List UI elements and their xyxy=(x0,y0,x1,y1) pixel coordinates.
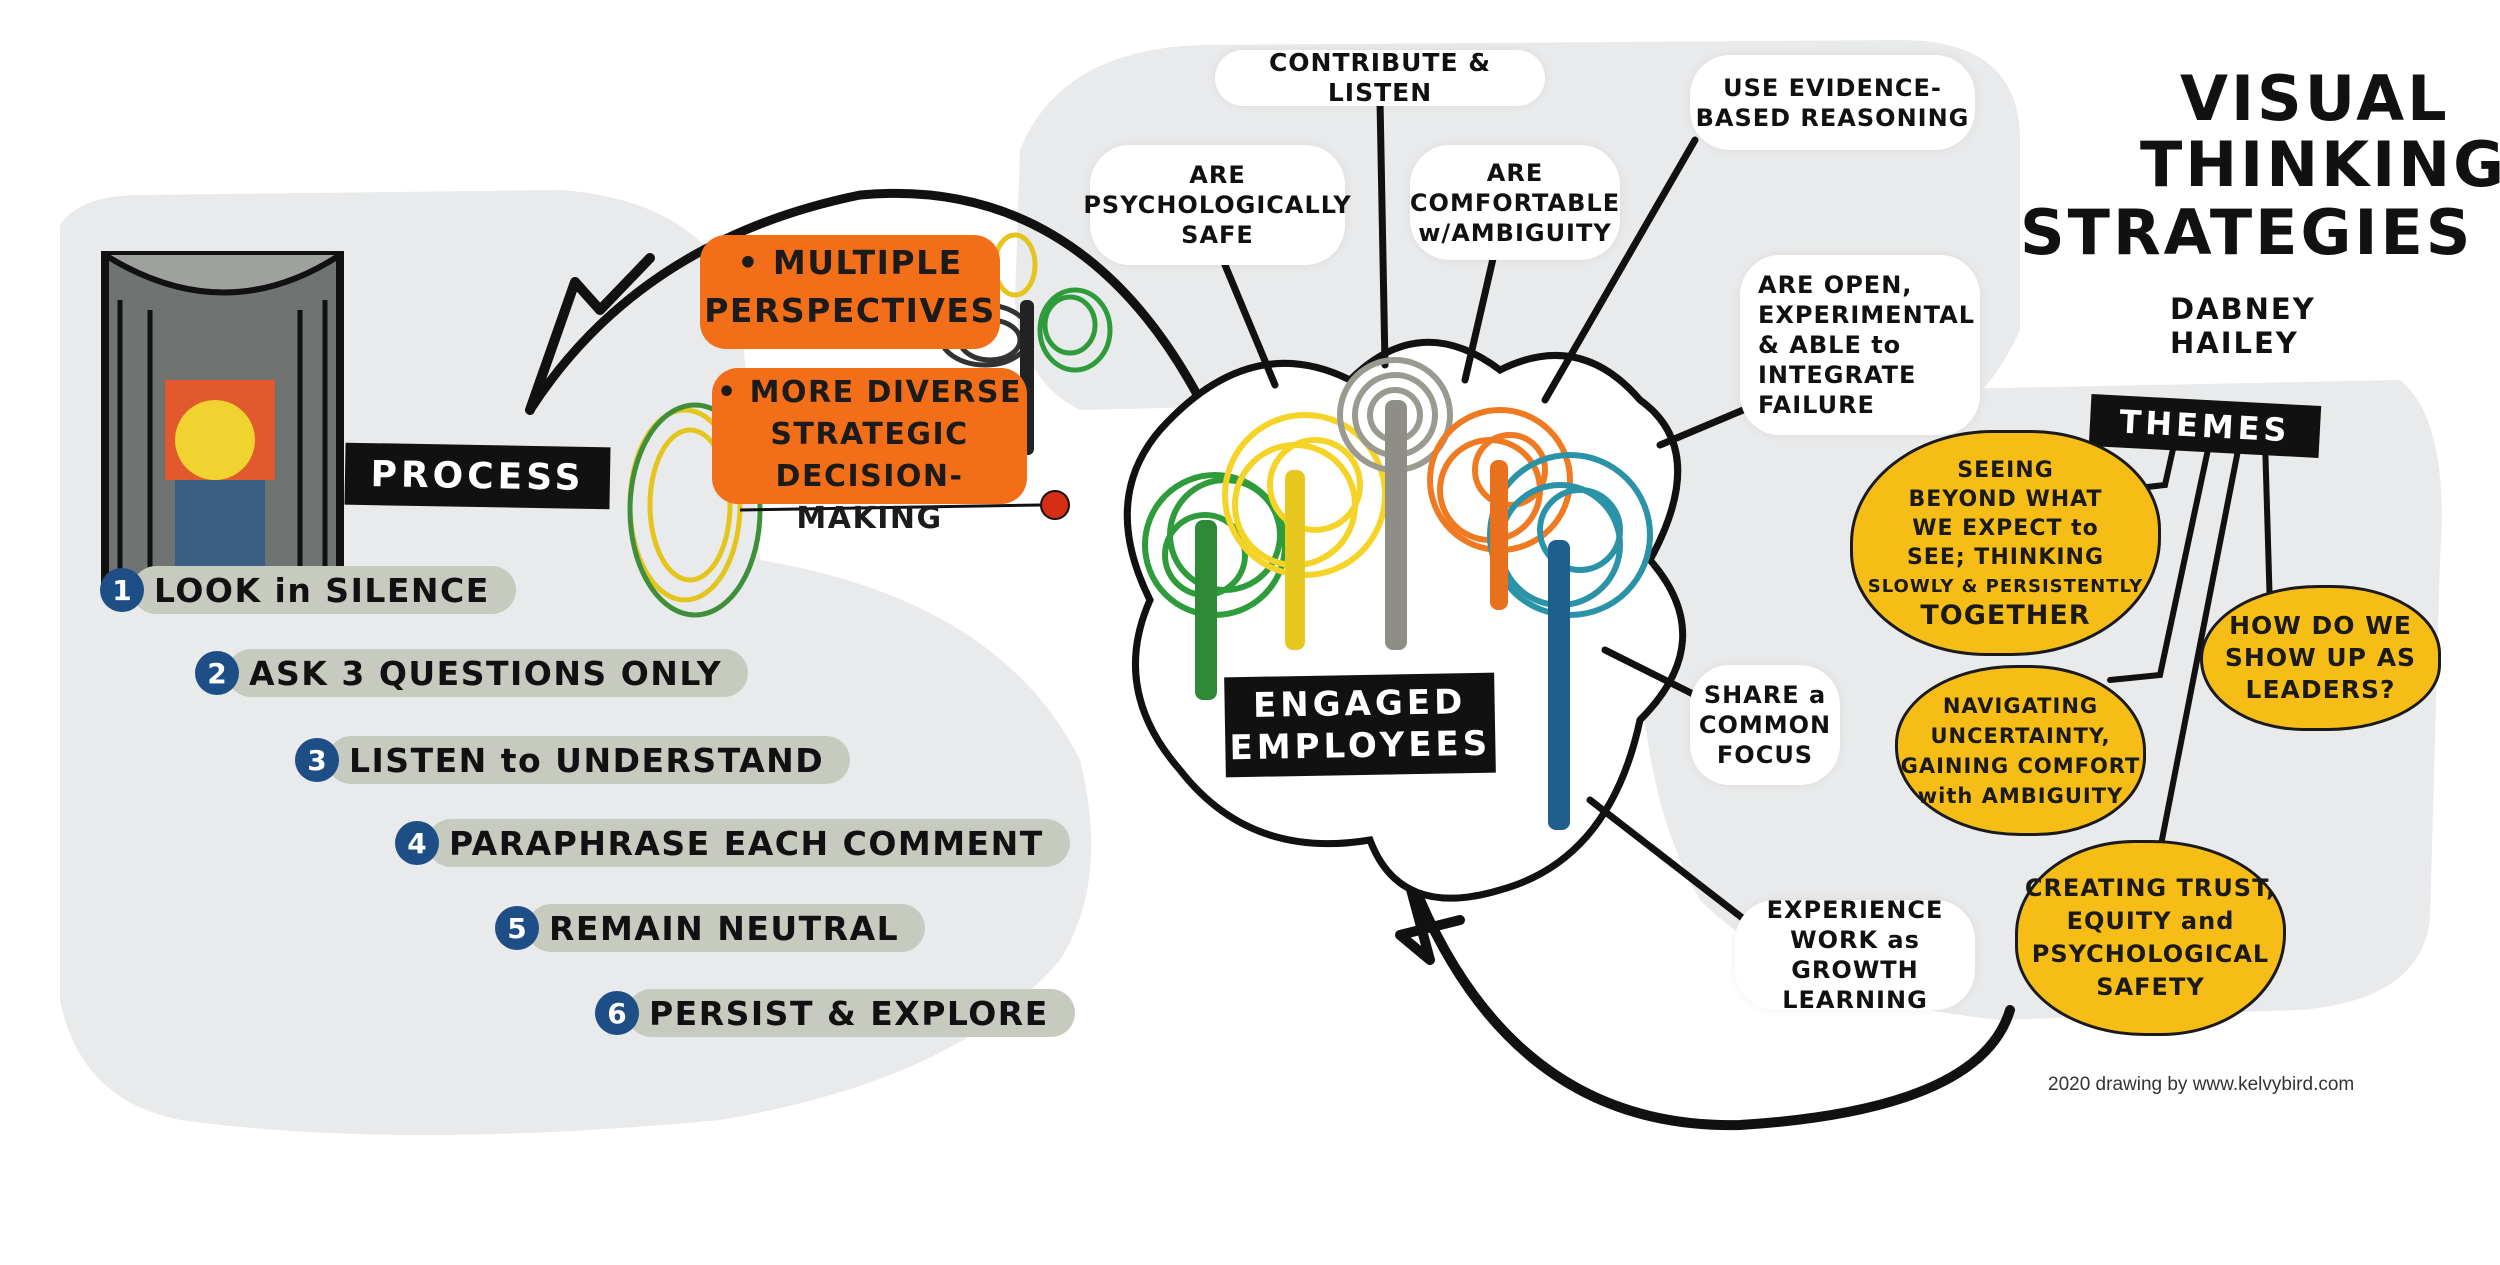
attr-text: WORK as GROWTH xyxy=(1790,926,1920,984)
process-arrow-arc xyxy=(525,188,1205,415)
theme-text: SHOW UP AS xyxy=(2224,643,2417,672)
outcome-line: • MULTIPLE xyxy=(737,243,963,282)
attr-text: SHARE a xyxy=(1703,681,1827,709)
step-number-badge: 6 xyxy=(595,991,639,1035)
theme-text: SEE; THINKING xyxy=(1906,545,2105,570)
step-number-badge: 5 xyxy=(495,906,539,950)
theme-text: WE EXPECT to xyxy=(1912,516,2099,541)
attr-text: PSYCHOLOGICALLY xyxy=(1083,191,1352,219)
figures xyxy=(1195,400,1570,830)
outcome-line: PERSPECTIVES xyxy=(704,291,996,330)
attr-evidence-reasoning: USE EVIDENCE- BASED REASONING xyxy=(1690,55,1975,150)
step-label: PARAPHRASE EACH COMMENT xyxy=(427,819,1070,867)
center-line-2: EMPLOYEES xyxy=(1229,723,1492,769)
step-label: REMAIN NEUTRAL xyxy=(527,904,926,952)
author: DABNEY HAILEY xyxy=(2170,292,2316,360)
theme-seeing-beyond: SEEING BEYOND WHAT WE EXPECT to SEE; THI… xyxy=(1850,430,2161,656)
theme-trust-equity: CREATING TRUST, EQUITY and PSYCHOLOGICAL… xyxy=(2015,840,2286,1036)
attr-common-focus: SHARE a COMMON FOCUS xyxy=(1690,665,1840,785)
attr-contribute-listen: CONTRIBUTE & LISTEN xyxy=(1215,48,1545,107)
theme-text: UNCERTAINTY, xyxy=(1930,723,2111,748)
decision-arrow xyxy=(739,503,1041,512)
attr-text: ARE OPEN, xyxy=(1758,271,1913,299)
attr-text: COMMON xyxy=(1698,711,1832,739)
theme-text: with AMBIGUITY xyxy=(1917,783,2124,808)
attr-text: USE EVIDENCE- xyxy=(1723,73,1942,102)
step-number-badge: 4 xyxy=(395,821,439,865)
attr-text: SAFE xyxy=(1181,221,1254,249)
attr-text: LEARNING xyxy=(1782,986,1928,1014)
process-step-2: 2 ASK 3 QUESTIONS ONLY xyxy=(195,648,749,698)
process-step-3: 3 LISTEN to UNDERSTAND xyxy=(295,735,851,785)
theme-text: HOW DO WE xyxy=(2229,611,2412,640)
process-step-6: 6 PERSIST & EXPLORE xyxy=(595,988,1075,1038)
theme-leaders: HOW DO WE SHOW UP AS LEADERS? xyxy=(2200,585,2441,731)
outcome-line: • MORE DIVERSE xyxy=(717,375,1022,410)
feedback-arrow-arc xyxy=(1415,895,2015,1131)
attr-open-experimental: ARE OPEN, EXPERIMENTAL & ABLE to INTEGRA… xyxy=(1740,255,1980,435)
theme-text: SLOWLY & PERSISTENTLY xyxy=(1867,576,2144,597)
attr-text: INTEGRATE xyxy=(1758,361,1917,389)
title-line-1: VISUAL xyxy=(2180,62,2450,135)
theme-text: NAVIGATING xyxy=(1942,693,2099,718)
process-step-4: 4 PARAPHRASE EACH COMMENT xyxy=(395,818,1070,868)
attr-text: ARE xyxy=(1486,158,1544,187)
attr-text: CONTRIBUTE & LISTEN xyxy=(1268,48,1492,107)
center-line-1: ENGAGED xyxy=(1252,682,1467,726)
theme-text: PSYCHOLOGICAL xyxy=(2031,940,2270,968)
title-line-2: THINKING xyxy=(2140,128,2500,201)
theme-text: GAINING COMFORT xyxy=(1900,753,2141,778)
theme-text: BEYOND WHAT xyxy=(1908,487,2103,512)
attr-growth-learning: EXPERIENCE WORK as GROWTH LEARNING xyxy=(1735,896,1975,1014)
outcome-line: DECISION-MAKING xyxy=(775,459,964,536)
process-step-1: 1 LOOK in SILENCE xyxy=(100,565,516,615)
theme-text: CREATING TRUST, xyxy=(2024,874,2277,902)
theme-navigating-uncertainty: NAVIGATING UNCERTAINTY, GAINING COMFORT … xyxy=(1895,665,2146,836)
theme-text: LEADERS? xyxy=(2245,675,2396,704)
attr-text: EXPERIMENTAL xyxy=(1758,301,1976,329)
attr-comfortable-ambiguity: ARE COMFORTABLE w/AMBIGUITY xyxy=(1410,145,1620,260)
attr-text: FOCUS xyxy=(1716,741,1814,769)
attribute-connectors xyxy=(1221,96,1759,924)
decision-dot xyxy=(1040,490,1070,520)
step-number-badge: 3 xyxy=(295,738,339,782)
outcome-diverse-decision-making: • MORE DIVERSE STRATEGIC DECISION-MAKING xyxy=(712,368,1027,536)
step-number-badge: 1 xyxy=(100,568,144,612)
title-line-3: STRATEGIES xyxy=(2020,196,2474,269)
attr-text: ARE xyxy=(1189,161,1246,189)
theme-text: TOGETHER xyxy=(1920,600,2091,631)
attr-text: BASED REASONING xyxy=(1695,103,1970,132)
step-label: ASK 3 QUESTIONS ONLY xyxy=(227,649,749,697)
outcome-multiple-perspectives: • MULTIPLE PERSPECTIVES xyxy=(700,235,1000,349)
step-label: LISTEN to UNDERSTAND xyxy=(327,736,851,784)
outcome-line: STRATEGIC xyxy=(770,417,969,452)
step-number-badge: 2 xyxy=(195,651,239,695)
theme-text: SEEING xyxy=(1957,458,2054,483)
engaged-employees-banner: ENGAGED EMPLOYEES xyxy=(1224,672,1496,778)
feedback-arrow-head xyxy=(1390,825,1465,965)
attr-psychologically-safe: ARE PSYCHOLOGICALLY SAFE xyxy=(1083,145,1351,265)
process-arrow-head xyxy=(525,253,655,415)
step-label: PERSIST & EXPLORE xyxy=(627,989,1075,1037)
process-step-5: 5 REMAIN NEUTRAL xyxy=(495,903,926,953)
building-sketch-icon xyxy=(101,251,344,584)
process-banner: PROCESS xyxy=(344,442,611,510)
attr-text: EXPERIENCE xyxy=(1766,896,1944,924)
attr-text: COMFORTABLE xyxy=(1409,188,1621,217)
credit: 2020 drawing by www.kelvybird.com xyxy=(2048,1074,2355,1095)
attr-text: & ABLE to xyxy=(1758,331,1902,359)
step-label: LOOK in SILENCE xyxy=(132,566,516,614)
attr-text: w/AMBIGUITY xyxy=(1418,218,1612,247)
theme-text: SAFETY xyxy=(2096,973,2205,1001)
theme-text: EQUITY and xyxy=(2066,907,2235,935)
attr-text: FAILURE xyxy=(1758,391,1875,419)
